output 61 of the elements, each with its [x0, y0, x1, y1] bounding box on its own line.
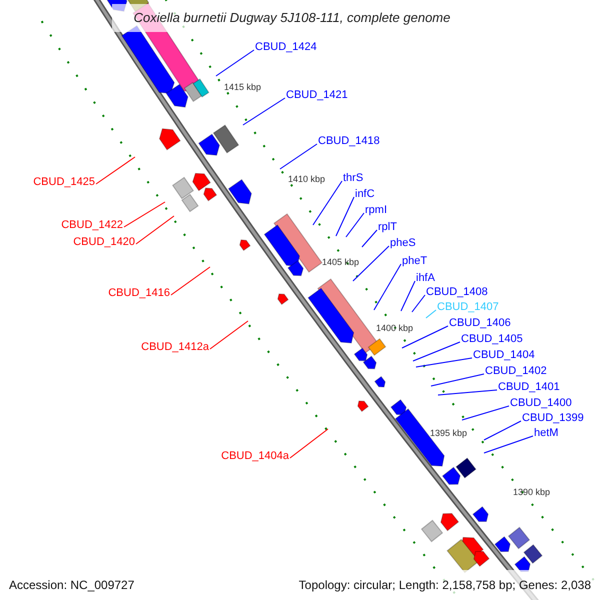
- gene-label: infC: [355, 188, 375, 201]
- leader-line: [96, 156, 136, 184]
- gene-label: ihfA: [416, 272, 435, 285]
- leader-line: [210, 320, 248, 350]
- leader-line: [290, 428, 328, 458]
- leader-line: [438, 390, 498, 396]
- gene-label: pheS: [390, 237, 416, 250]
- leader-line: [484, 436, 534, 454]
- leader-line: [346, 212, 364, 238]
- gene-label: hetM: [534, 427, 558, 440]
- leader-line: [402, 326, 448, 348]
- gene-label: CBUD_1399: [522, 412, 584, 425]
- gene-label: CBUD_1424: [255, 41, 317, 54]
- gene-label: CBUD_1401: [498, 381, 560, 394]
- gene-label: CBUD_1412a: [141, 341, 209, 354]
- gene-label: CBUD_1420: [73, 236, 135, 249]
- gene-label: CBUD_1404: [473, 349, 535, 362]
- gene-label: CBUD_1407: [437, 301, 499, 314]
- gene-label: CBUD_1425: [33, 176, 95, 189]
- gene-label: CBUD_1406: [449, 317, 511, 330]
- gene-label: CBUD_1405: [461, 333, 523, 346]
- gene-label: rplT: [378, 221, 397, 234]
- gene-label: CBUD_1408: [426, 286, 488, 299]
- leader-line: [312, 180, 342, 226]
- scale-label: 1410 kbp: [288, 174, 326, 185]
- gene-label: CBUD_1402: [485, 365, 547, 378]
- scale-label: 1390 kbp: [513, 487, 550, 498]
- leader-line: [362, 230, 378, 248]
- gene-label: CBUD_1418: [318, 135, 380, 148]
- leader-line: [412, 342, 460, 362]
- leader-line: [416, 358, 472, 368]
- gene-label: CBUD_1416: [108, 287, 170, 300]
- leader-line: [280, 144, 318, 170]
- leader-line: [242, 98, 286, 126]
- gene-label: pheT: [402, 255, 428, 268]
- leader-line: [400, 280, 416, 312]
- leader-line: [136, 216, 174, 244]
- genome-stats-label: Topology: circular; Length: 2,158,758 bp; Genes: 2,038: [298, 577, 591, 594]
- scale-label: 1405 kbp: [322, 257, 360, 268]
- leader-line: [336, 196, 354, 236]
- leader-line: [426, 310, 436, 318]
- leader-line: [430, 374, 484, 386]
- accession-label: Accession: NC_009727: [9, 577, 134, 594]
- leader-line: [412, 294, 426, 312]
- leader-line: [170, 266, 210, 296]
- map-title: Coxiella burnetii Dugway 5J108-111, complete genome: [134, 9, 450, 28]
- gene-label: rpmI: [365, 204, 387, 217]
- leader-line: [124, 202, 166, 228]
- scale-label: 1415 kbp: [224, 82, 262, 93]
- scale-label: 1400 kbp: [376, 323, 414, 334]
- scale-label: 1395 kbp: [430, 428, 468, 439]
- gene-label: CBUD_1404a: [221, 450, 289, 463]
- leader-line: [216, 50, 254, 76]
- leader-line: [374, 264, 402, 310]
- gene-label: CBUD_1422: [61, 219, 123, 232]
- gene-label: thrS: [343, 172, 364, 185]
- leader-line: [462, 406, 510, 420]
- gene-label: CBUD_1400: [510, 397, 572, 410]
- leader-line: [352, 246, 390, 282]
- gene-label: CBUD_1421: [286, 89, 348, 102]
- leader-line: [484, 420, 522, 440]
